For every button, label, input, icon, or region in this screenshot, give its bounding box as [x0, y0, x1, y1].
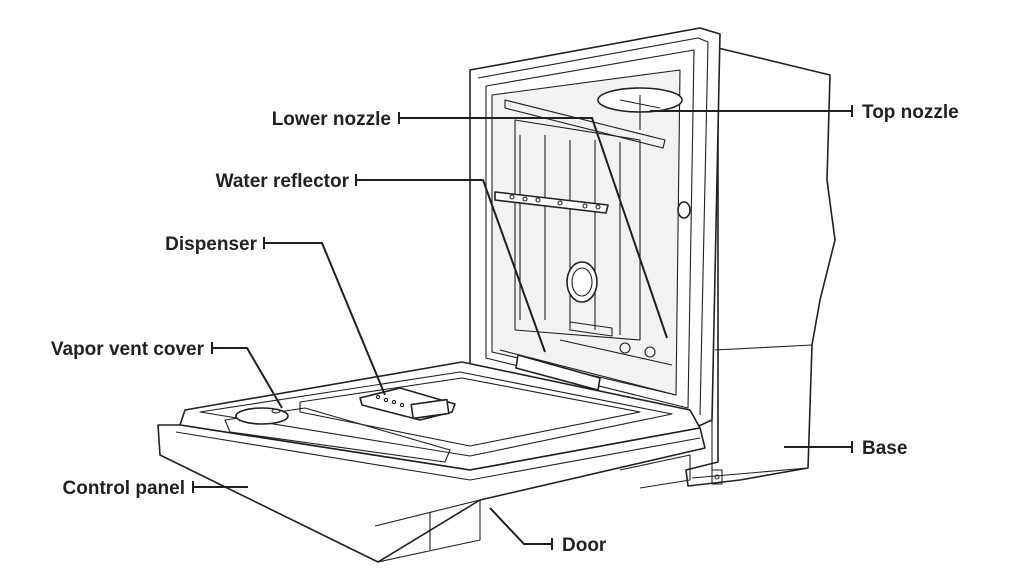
label-dispenser: Dispenser	[165, 234, 257, 255]
label-door: Door	[562, 535, 607, 556]
side-panel	[685, 47, 836, 487]
callout-lines	[192, 105, 853, 550]
label-top-nozzle: Top nozzle	[862, 102, 959, 123]
label-vapor-vent-cover: Vapor vent cover	[51, 339, 205, 360]
dishwasher-illustration	[157, 27, 836, 563]
label-control-panel: Control panel	[63, 478, 185, 499]
vapor-vent-cover-shape	[235, 407, 289, 425]
label-base: Base	[862, 438, 907, 459]
label-water-reflector: Water reflector	[216, 171, 350, 192]
callout-labels: Lower nozzle Water reflector Dispenser V…	[51, 102, 959, 556]
label-lower-nozzle: Lower nozzle	[272, 109, 391, 130]
